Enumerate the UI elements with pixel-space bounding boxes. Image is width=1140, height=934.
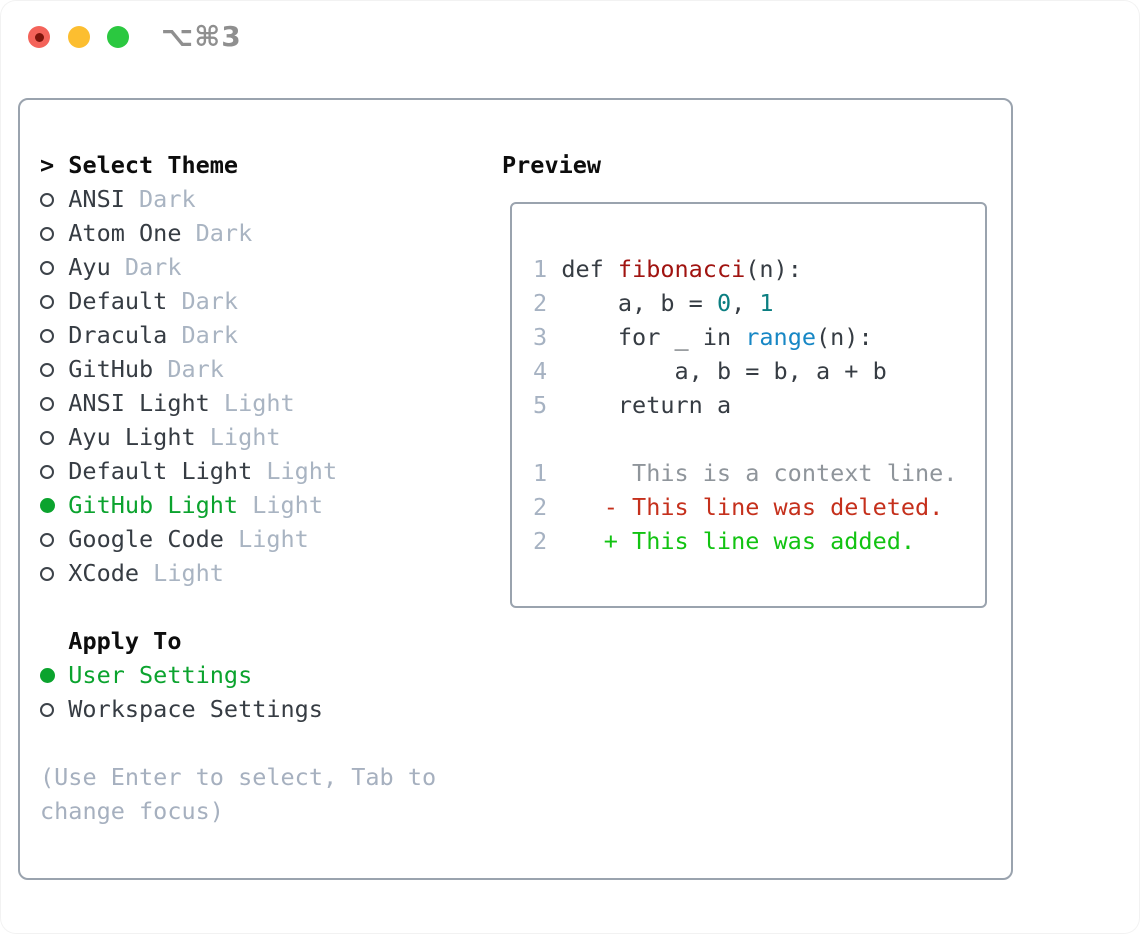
theme-option-xcode[interactable]: XCode Light — [40, 556, 472, 590]
radio-unselected-icon — [40, 702, 54, 717]
code-line: 3 for _ in range(n): — [533, 323, 873, 351]
theme-option-ansi[interactable]: ANSI Dark — [40, 182, 472, 216]
theme-variant-label: Light — [238, 491, 323, 519]
theme-variant-label: Dark — [110, 253, 182, 281]
radio-marker — [40, 556, 54, 590]
theme-variant-label: Light — [139, 559, 224, 587]
theme-option-label: ANSI — [54, 185, 125, 213]
radio-marker — [40, 318, 54, 352]
radio-unselected-icon — [40, 192, 54, 207]
theme-variant-label: Dark — [167, 287, 239, 315]
theme-option-label: Atom One — [54, 219, 182, 247]
radio-selected-icon — [40, 498, 55, 513]
radio-marker — [40, 250, 54, 284]
apply-option-label: User Settings — [54, 661, 253, 689]
theme-option-label: ANSI Light — [54, 389, 210, 417]
radio-unselected-icon — [40, 362, 54, 377]
theme-variant-label: Light — [209, 389, 295, 417]
theme-option-ayu-light[interactable]: Ayu Light Light — [40, 420, 472, 454]
minimize-button[interactable] — [68, 26, 90, 48]
radio-unselected-icon — [40, 566, 54, 581]
radio-marker — [40, 216, 54, 250]
theme-list: ANSI Dark Atom One Dark Ayu Dark Default… — [40, 182, 472, 590]
theme-option-google-code[interactable]: Google Code Light — [40, 522, 472, 556]
prompt-icon: > — [40, 151, 55, 179]
theme-option-label: Ayu — [54, 253, 111, 281]
apply-to-list: User Settings Workspace Settings — [40, 658, 472, 726]
radio-unselected-icon — [40, 226, 54, 241]
theme-option-default[interactable]: Default Dark — [40, 284, 472, 318]
theme-variant-label: Dark — [153, 355, 224, 383]
code-line: 2 - This line was deleted. — [533, 493, 944, 521]
radio-unselected-icon — [40, 260, 54, 275]
theme-option-label: Default Light — [54, 457, 253, 485]
radio-marker — [40, 692, 54, 726]
radio-marker — [40, 522, 54, 556]
theme-variant-label: Light — [195, 423, 281, 451]
titlebar: ⌥⌘3 — [0, 0, 1140, 72]
keyboard-hint: (Use Enter to select, Tab to change focu… — [40, 763, 437, 825]
preview-header: Preview — [502, 151, 602, 179]
code-line: 1 def fibonacci(n): — [533, 255, 802, 283]
spacer — [40, 590, 472, 624]
theme-variant-label: Dark — [167, 321, 239, 349]
theme-option-label: Ayu Light — [54, 423, 196, 451]
code-line: 5 return a — [533, 391, 732, 419]
theme-option-label: Default — [54, 287, 168, 315]
theme-variant-label: Light — [252, 457, 338, 485]
code-line: 1 This is a context line. — [533, 459, 958, 487]
select-theme-header: Select Theme — [68, 151, 239, 179]
radio-unselected-icon — [40, 430, 54, 445]
theme-option-dracula[interactable]: Dracula Dark — [40, 318, 472, 352]
code-line — [533, 422, 957, 456]
select-theme-header-row: > Select Theme — [40, 148, 472, 182]
theme-picker-left-column: > Select Theme ANSI Dark Atom One Dark A… — [40, 148, 472, 828]
theme-option-github-light[interactable]: GitHub Light Light — [40, 488, 472, 522]
zoom-button[interactable] — [107, 26, 129, 48]
radio-unselected-icon — [40, 396, 54, 411]
code-line: 4 a, b = b, a + b — [533, 357, 887, 385]
close-button[interactable] — [28, 26, 50, 48]
code-line: 2 a, b = 0, 1 — [533, 289, 774, 317]
radio-marker — [40, 182, 54, 216]
radio-marker — [40, 658, 55, 692]
theme-variant-label: Dark — [181, 219, 253, 247]
theme-option-github[interactable]: GitHub Dark — [40, 352, 472, 386]
radio-unselected-icon — [40, 464, 54, 479]
preview-code: 1 def fibonacci(n): 2 a, b = 0, 1 3 for _ … — [533, 252, 957, 558]
theme-variant-label: Dark — [124, 185, 196, 213]
radio-marker — [40, 352, 54, 386]
radio-marker — [40, 284, 54, 318]
window-title: ⌥⌘3 — [161, 20, 242, 53]
theme-option-label: Google Code — [54, 525, 224, 553]
radio-marker — [40, 454, 54, 488]
preview-box: 1 def fibonacci(n): 2 a, b = 0, 1 3 for _ … — [510, 202, 987, 608]
radio-unselected-icon — [40, 532, 54, 547]
theme-option-default-light[interactable]: Default Light Light — [40, 454, 472, 488]
radio-unselected-icon — [40, 328, 54, 343]
theme-option-label: GitHub — [54, 355, 154, 383]
radio-marker — [40, 420, 54, 454]
theme-option-label: GitHub Light — [54, 491, 239, 519]
apply-to-header-row: Apply To — [40, 624, 472, 658]
radio-unselected-icon — [40, 294, 54, 309]
theme-option-label: Dracula — [54, 321, 168, 349]
code-line: 2 + This line was added. — [533, 527, 916, 555]
apply-option-user-settings[interactable]: User Settings — [40, 658, 472, 692]
apply-option-workspace-settings[interactable]: Workspace Settings — [40, 692, 472, 726]
radio-marker — [40, 488, 55, 522]
theme-option-atom-one[interactable]: Atom One Dark — [40, 216, 472, 250]
close-button-dot-icon — [35, 33, 44, 42]
theme-option-ansi-light[interactable]: ANSI Light Light — [40, 386, 472, 420]
theme-variant-label: Light — [223, 525, 309, 553]
radio-marker — [40, 386, 54, 420]
apply-to-header: Apply To — [68, 627, 182, 655]
apply-option-label: Workspace Settings — [54, 695, 323, 723]
theme-picker-panel: > Select Theme ANSI Dark Atom One Dark A… — [18, 98, 1013, 880]
radio-selected-icon — [40, 668, 55, 683]
theme-option-ayu[interactable]: Ayu Dark — [40, 250, 472, 284]
theme-option-label: XCode — [54, 559, 140, 587]
